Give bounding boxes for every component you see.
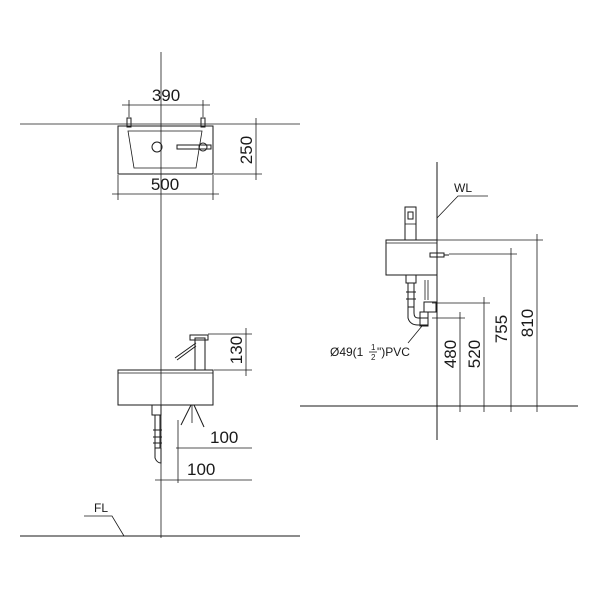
basin-body-side — [385, 239, 438, 276]
dim-810-label: 810 — [518, 309, 537, 337]
drain-pipe-side — [407, 282, 415, 308]
floor-label-leader — [84, 515, 125, 537]
faucet-spout-front — [174, 342, 197, 359]
drain-hole-icon — [151, 141, 163, 153]
mount-screw-right — [200, 117, 206, 128]
faucet-spout-top — [176, 144, 212, 150]
faucet-cap-front — [189, 334, 209, 341]
p-trap-side — [407, 307, 429, 326]
basin-outline-top — [117, 125, 214, 175]
drain-trap-front — [154, 448, 162, 464]
trap-coupling-side — [419, 311, 429, 327]
dim-480-label: 480 — [441, 340, 460, 368]
dim-250-label: 250 — [237, 136, 256, 164]
pipe-label-suffix: ")PVC — [377, 345, 410, 359]
drain-waste-side — [405, 274, 417, 284]
faucet-body-top — [198, 142, 208, 152]
pipe-label-prefix: Ø49(1 — [330, 345, 364, 359]
mount-screw-left — [126, 117, 132, 128]
faucet-body-side — [404, 206, 417, 241]
supply-hose-right — [193, 404, 205, 428]
top-view: 390 250 500 — [20, 52, 300, 538]
dim-755-label: 755 — [492, 315, 511, 343]
drain-waste-front — [151, 404, 162, 416]
dim-500-label: 500 — [151, 175, 179, 194]
dim-100-lower-label: 100 — [187, 460, 215, 479]
faucet-spout-front-b — [176, 345, 197, 361]
front-view: 130 100 100 FL — [20, 328, 300, 537]
supply-hose-left — [180, 404, 192, 426]
floor-label: FL — [94, 501, 108, 515]
basin-body-front — [117, 369, 214, 406]
dim-390-label: 390 — [152, 86, 180, 105]
pipe-label-leader — [407, 325, 423, 344]
wall-label-leader — [436, 195, 488, 219]
faucet-body-front — [194, 337, 206, 371]
basin-bowl-top — [127, 130, 203, 169]
pipe-label-frac-num: 1 — [371, 343, 376, 352]
side-view: WL Ø49(1 1 2 ")PVC 480 — [300, 162, 578, 440]
trap-outlet-side — [423, 301, 437, 313]
wall-label: WL — [454, 181, 472, 195]
dim-520-label: 520 — [465, 340, 484, 368]
faucet-lever-side — [407, 211, 414, 220]
dim-100-upper-label: 100 — [210, 428, 238, 447]
pipe-label-frac-den: 2 — [371, 353, 376, 362]
dim-130-label: 130 — [227, 336, 246, 364]
drain-pipe-front — [154, 414, 161, 449]
